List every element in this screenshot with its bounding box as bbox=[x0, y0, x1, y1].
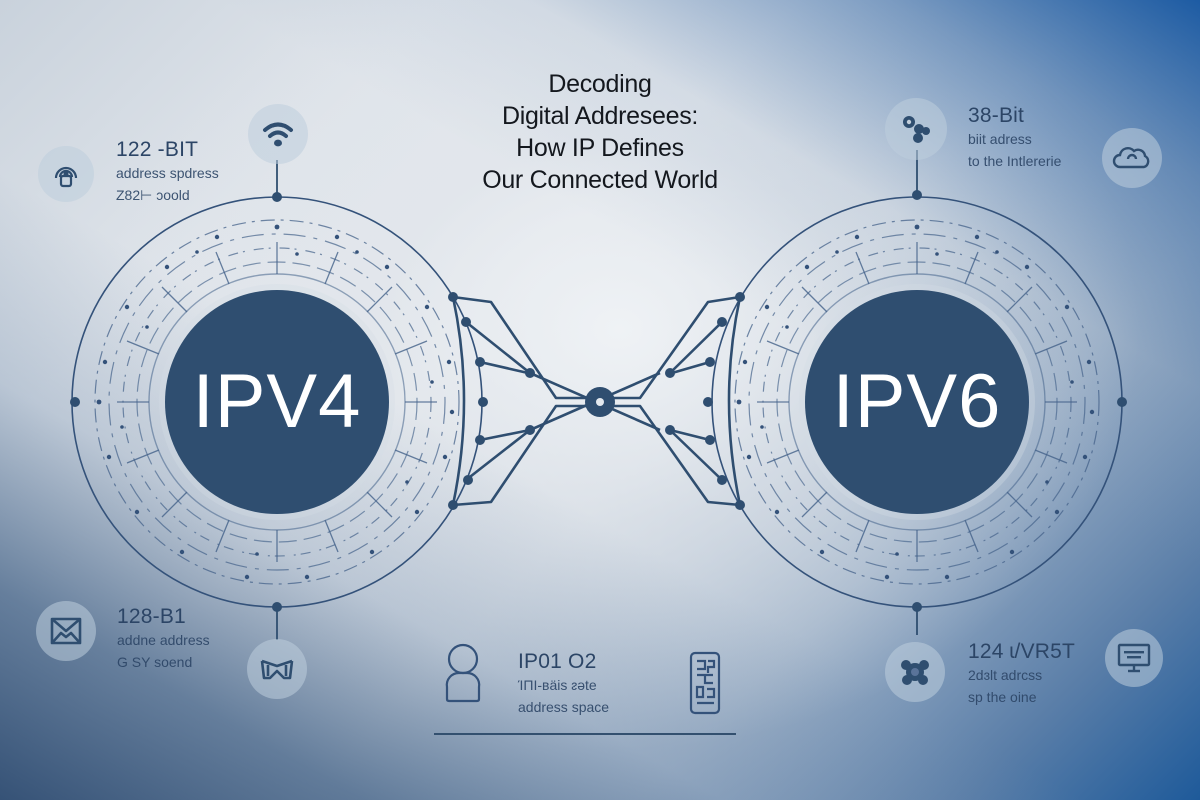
info-heading: 128-B1 bbox=[117, 605, 186, 628]
info-line-1: biit adress bbox=[968, 131, 1032, 147]
info-heading: IP01 O2 bbox=[518, 650, 597, 673]
ipv4-label: IPV4 bbox=[192, 359, 362, 444]
info-heading: 38-Bit bbox=[968, 104, 1025, 127]
ipv6-ring bbox=[711, 196, 1123, 608]
info-line-2: Z82⊢ ɔoold bbox=[116, 187, 190, 203]
gears-icon bbox=[885, 98, 947, 160]
info-heading: 124 ɩ/VR5T bbox=[968, 640, 1076, 663]
info-line-1: addne address bbox=[117, 632, 210, 648]
network-nodes bbox=[448, 292, 745, 510]
user-icon bbox=[443, 643, 483, 703]
page-title: Decoding Digital Addresees: How IP Defin… bbox=[440, 68, 760, 196]
cloud-icon bbox=[1102, 128, 1162, 188]
info-block-bottom-left: 128-B1 addne address G SY soend bbox=[117, 605, 210, 673]
envelope-icon bbox=[36, 601, 96, 661]
info-line-2: address space bbox=[518, 699, 610, 715]
info-line-1: ΊΠΙ-ʙäis ᴤəte bbox=[518, 677, 597, 693]
info-line-1: address spdress bbox=[116, 165, 219, 181]
wifi-icon bbox=[248, 104, 308, 164]
info-line-2: sp the oine bbox=[968, 689, 1037, 705]
info-heading: 122 -BIT bbox=[116, 138, 199, 161]
wireless-signal-icon bbox=[38, 146, 94, 202]
monitor-icon bbox=[1105, 629, 1163, 687]
info-block-bottom-right: 124 ɩ/VR5T 2dɜlt adrcss sp the oine bbox=[968, 640, 1075, 708]
title-line-2: Digital Addresees: bbox=[501, 102, 699, 130]
info-line-2: to the Intlererie bbox=[968, 153, 1062, 169]
info-block-top-left: 122 -BIT address spdress Z82⊢ ɔoold bbox=[116, 138, 219, 206]
title-line-1: Decoding bbox=[548, 70, 652, 98]
bottom-divider bbox=[434, 733, 736, 735]
puzzle-icon bbox=[885, 642, 945, 702]
title-line-4: Our Connected World bbox=[482, 166, 718, 194]
info-line-1: 2dɜlt adrcss bbox=[968, 667, 1043, 683]
ipv4-ring bbox=[71, 196, 483, 608]
info-block-top-right: 38-Bit biit adress to the Intlererie bbox=[968, 104, 1061, 172]
ipv6-label: IPV6 bbox=[832, 359, 1002, 444]
info-line-2: G SY soend bbox=[117, 654, 193, 670]
bow-tie-icon bbox=[247, 639, 307, 699]
title-line-3: How IP Defines bbox=[516, 134, 684, 162]
info-block-bottom-center: IP01 O2 ΊΠΙ-ʙäis ᴤəte address space bbox=[518, 650, 609, 718]
qr-code-icon bbox=[689, 651, 723, 717]
